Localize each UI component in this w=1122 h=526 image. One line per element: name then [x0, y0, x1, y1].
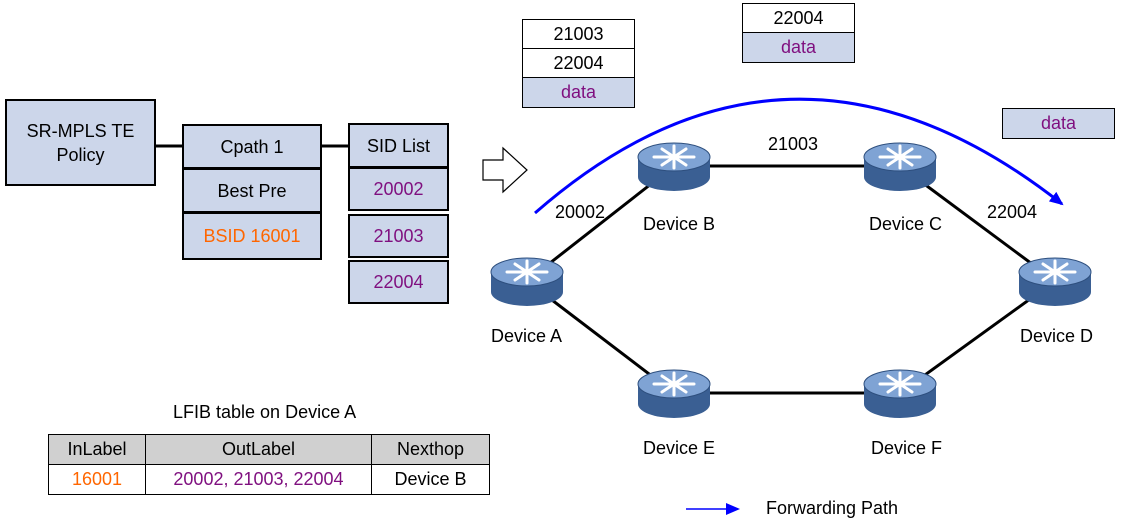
router-e-icon	[637, 369, 711, 418]
lfib-header-inlabel: InLabel	[48, 434, 146, 465]
sid-value: 20002	[373, 179, 424, 199]
sid-value: 22004	[373, 272, 424, 292]
sid-box-1: 20002	[348, 167, 449, 211]
cpath-label: Cpath 1	[220, 136, 284, 157]
stack-data: data	[523, 78, 634, 107]
router-f-icon	[863, 369, 937, 418]
policy-name-line2: Policy	[56, 144, 105, 165]
device-d-label: Device D	[1020, 326, 1094, 346]
stack-label: 22004	[743, 4, 854, 33]
sr-mpls-te-policy-box: SR-MPLS TE Policy	[5, 99, 156, 186]
label-stack-a: 21003 22004 data	[522, 19, 635, 108]
router-c-icon	[863, 142, 937, 191]
bsid-label: BSID 16001	[203, 226, 301, 246]
device-f-label: Device F	[871, 438, 943, 458]
stack-data: data	[743, 33, 854, 62]
sid-list-title-box: SID List	[348, 123, 449, 168]
block-arrow-icon	[482, 146, 528, 194]
sid-list-title: SID List	[366, 135, 431, 156]
device-c-label: Device C	[869, 214, 943, 234]
lfib-cell-outlabel: 20002, 21003, 22004	[145, 464, 372, 495]
device-b-label: Device B	[643, 214, 716, 234]
best-pre-box: Best Pre	[182, 168, 322, 213]
router-a-icon	[490, 257, 564, 306]
link-bc-label: 21003	[768, 134, 819, 154]
stack-label: 21003	[523, 20, 634, 49]
link-cd-label: 22004	[987, 202, 1038, 222]
device-a-label: Device A	[491, 326, 563, 346]
forwarding-path-arc	[534, 97, 1064, 215]
legend-forwarding-path: Forwarding Path	[766, 498, 899, 518]
sid-box-2: 21003	[348, 214, 449, 258]
label-stack-c: data	[1002, 108, 1115, 139]
stack-data: data	[1003, 109, 1114, 138]
label-stack-b: 22004 data	[742, 3, 855, 63]
sid-value: 21003	[373, 226, 424, 246]
sid-box-3: 22004	[348, 260, 449, 304]
lfib-header-outlabel: OutLabel	[145, 434, 372, 465]
best-pre-label: Best Pre	[217, 180, 287, 201]
lfib-title: LFIB table on Device A	[173, 402, 357, 422]
device-e-label: Device E	[643, 438, 716, 458]
lfib-table: InLabel OutLabel Nexthop 16001 20002, 21…	[48, 434, 490, 495]
lfib-cell-inlabel: 16001	[48, 464, 146, 495]
lfib-header-nexthop: Nexthop	[371, 434, 490, 465]
lfib-cell-nexthop: Device B	[371, 464, 490, 495]
link-ab-label: 20002	[555, 202, 606, 222]
router-b-icon	[637, 142, 711, 191]
stack-label: 22004	[523, 49, 634, 78]
bsid-box: BSID 16001	[182, 212, 322, 260]
policy-name-line1: SR-MPLS TE	[26, 120, 135, 141]
router-d-icon	[1018, 257, 1092, 306]
